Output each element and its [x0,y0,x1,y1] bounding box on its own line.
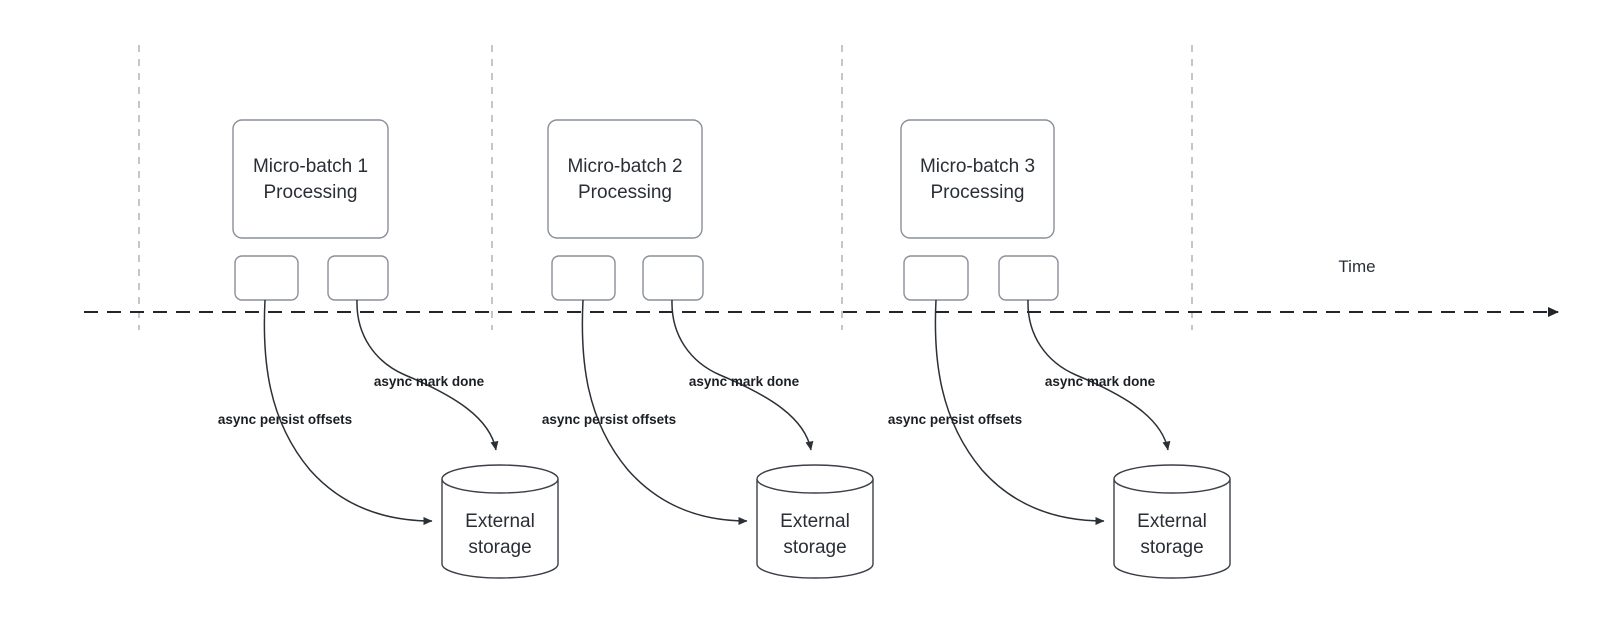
edge-label-mark-done-3: async mark done [1045,374,1156,389]
micro-batch-2-label-line2: Processing [578,182,672,203]
micro-batch-2-label-line1: Micro-batch 2 [567,156,682,177]
task-box-3b[interactable] [998,255,1059,301]
task-box-2a[interactable] [551,255,616,301]
external-storage-3-label-line2: storage [1140,537,1203,558]
micro-batch-1-label-line1: Micro-batch 1 [253,156,368,177]
cylinder-1-top [441,464,559,494]
flow-mark-done-3 [1027,299,1171,451]
cylinder-2-top [756,464,874,494]
external-storage-3-label-line1: External [1137,511,1207,532]
external-storage-1-label-line1: External [465,511,535,532]
edge-label-mark-done-2: async mark done [689,374,800,389]
micro-batch-1-label-line2: Processing [264,182,358,203]
edge-label-mark-done-1: async mark done [374,374,485,389]
micro-batch-group-3: Micro-batch 3 Processing async persist o… [888,119,1231,579]
task-box-2b[interactable] [642,255,704,301]
micro-batch-3-label-line1: Micro-batch 3 [920,156,1035,177]
external-storage-cylinder-3[interactable]: External storage [1113,464,1231,579]
timeline-axis: Time [84,257,1559,317]
micro-batch-group-2: Micro-batch 2 Processing async persist o… [542,119,874,579]
time-axis-label: Time [1338,257,1375,276]
flow-persist-offsets-3 [934,299,1105,525]
flow-persist-offsets-1 [263,299,433,525]
micro-batch-2-box[interactable] [547,119,703,239]
micro-batch-3-label-line2: Processing [931,182,1025,203]
edge-label-persist-offsets-1: async persist offsets [218,412,352,427]
divider-lines [138,45,1193,330]
micro-batch-group-1: Micro-batch 1 Processing async persist o… [218,119,559,579]
edge-label-persist-offsets-2: async persist offsets [542,412,676,427]
external-storage-cylinder-1[interactable]: External storage [441,464,559,579]
flow-persist-offsets-2 [581,299,748,525]
task-box-1a[interactable] [234,255,299,301]
task-box-1b[interactable] [327,255,389,301]
task-box-3a[interactable] [903,255,969,301]
flow-mark-done-2 [671,299,814,451]
external-storage-2-label-line1: External [780,511,850,532]
cylinder-3-body [1113,479,1231,579]
edge-label-persist-offsets-3: async persist offsets [888,412,1022,427]
external-storage-2-label-line2: storage [783,537,846,558]
cylinder-3-top [1113,464,1231,494]
micro-batch-1-box[interactable] [232,119,389,239]
external-storage-cylinder-2[interactable]: External storage [756,464,874,579]
cylinder-1-body [441,479,559,579]
micro-batch-3-box[interactable] [900,119,1055,239]
external-storage-1-label-line2: storage [468,537,531,558]
cylinder-2-body [756,479,874,579]
flow-mark-done-1 [356,299,499,451]
